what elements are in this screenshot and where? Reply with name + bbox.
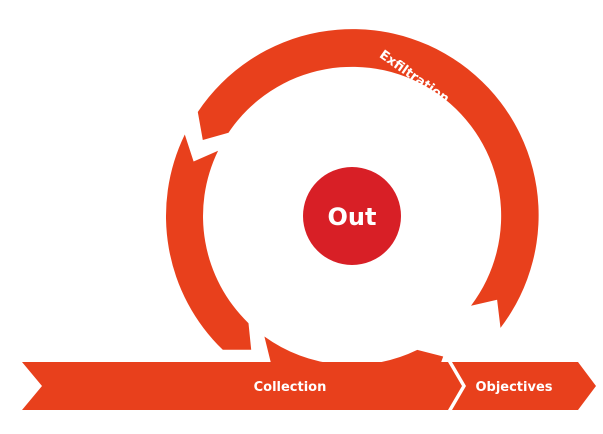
impact-label: Impact: [140, 207, 155, 257]
exfiltration-ring-segment: [197, 29, 539, 328]
objectives-label: Objectives: [475, 380, 552, 395]
impact-ring-segment: [242, 336, 444, 403]
upper-left-ring-segment: [165, 134, 252, 350]
center-label: Out: [328, 203, 377, 231]
center-circle: [303, 167, 401, 265]
collection-label: Collection: [254, 380, 327, 395]
objectives-band-segment: [452, 362, 596, 410]
